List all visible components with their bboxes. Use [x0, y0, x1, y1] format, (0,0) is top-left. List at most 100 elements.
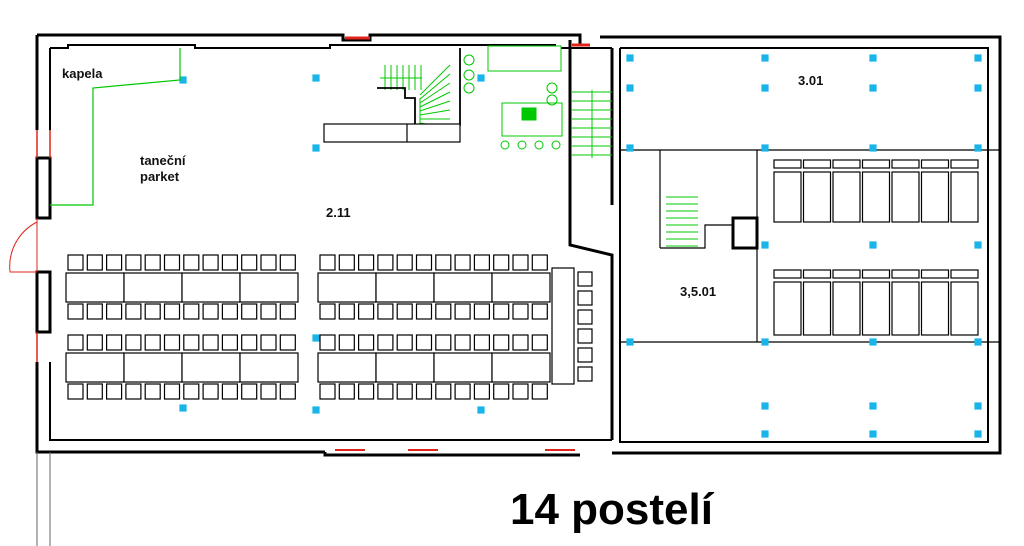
label-room-3-5-01: 3,5.01 — [680, 284, 717, 299]
chair-icon — [577, 309, 593, 325]
hall-inner-wall-bottom — [49, 362, 612, 441]
stool-circle — [551, 140, 561, 150]
table — [317, 272, 377, 303]
bed-pillow — [920, 159, 950, 169]
bed-icon — [773, 171, 802, 223]
chair-icon — [319, 254, 336, 271]
chair-icon — [260, 254, 277, 271]
label-dance-floor-1: taneční — [140, 153, 186, 168]
chair-icon — [454, 254, 471, 271]
ceiling-light-icon — [626, 144, 634, 152]
chair-icon — [105, 303, 123, 320]
chair-icon — [512, 334, 529, 351]
chair-icon — [163, 334, 181, 351]
chair-icon — [67, 254, 84, 271]
chair-icon — [377, 383, 394, 400]
chair-icon — [260, 303, 277, 320]
chair-icon — [396, 254, 413, 271]
table — [123, 272, 183, 303]
column — [731, 216, 759, 250]
chair-icon — [202, 303, 219, 320]
appliance-circle — [463, 82, 475, 94]
table — [433, 352, 493, 383]
chair-icon — [105, 334, 123, 351]
bed-pillow — [832, 159, 861, 169]
ceiling-light-icon — [761, 338, 769, 346]
table — [317, 352, 377, 383]
chair-icon — [473, 254, 490, 271]
table — [65, 352, 125, 383]
hall-wall-right — [568, 40, 614, 440]
table — [239, 272, 299, 303]
chair-icon — [358, 334, 375, 351]
chair-icon — [454, 334, 471, 351]
chair-icon — [493, 334, 510, 351]
chair-icon — [454, 303, 471, 320]
chair-icon — [435, 303, 452, 320]
chair-icon — [358, 254, 375, 271]
caption-bed-count: 14 postelí — [510, 485, 713, 534]
ceiling-light-icon — [761, 430, 769, 438]
chair-icon — [86, 383, 103, 400]
ceiling-light-icon — [761, 241, 769, 249]
ceiling-light-icon — [869, 402, 877, 410]
appliance-circle — [546, 82, 558, 94]
chair-icon — [396, 383, 413, 400]
table — [123, 352, 183, 383]
ceiling-light-icon — [869, 338, 877, 346]
bed-icon — [861, 171, 891, 223]
chair-icon — [435, 383, 452, 400]
chair-icon — [396, 334, 413, 351]
chair-icon — [577, 271, 593, 287]
winding-stair-step — [419, 82, 451, 104]
chair-icon — [221, 254, 238, 271]
chair-icon — [183, 303, 200, 320]
ceiling-light-icon — [179, 76, 187, 84]
hall-wall-pier-2 — [35, 270, 52, 334]
stair-wall — [660, 224, 733, 249]
bed-pillow — [920, 269, 950, 279]
chair-icon — [493, 383, 510, 400]
chair-icon — [319, 303, 336, 320]
ceiling-light-icon — [869, 84, 877, 92]
bed-icon — [861, 281, 891, 336]
ceiling-light-icon — [974, 84, 982, 92]
table — [491, 352, 551, 383]
chair-icon — [221, 303, 238, 320]
bed-icon — [920, 171, 950, 223]
bed-icon — [891, 171, 920, 223]
door-swing-icon — [9, 221, 38, 273]
chair-icon — [125, 254, 142, 271]
bed-icon — [950, 281, 979, 336]
table — [375, 352, 435, 383]
winding-stair-step — [419, 73, 451, 100]
appliance-circle — [463, 54, 475, 66]
ceiling-light-icon — [477, 406, 485, 414]
label-dance-floor-2: parket — [140, 169, 180, 184]
winding-stair-step — [419, 109, 451, 116]
chair-icon — [221, 383, 238, 400]
building-right-outer — [600, 35, 1002, 455]
chair-icon — [577, 347, 593, 363]
ceiling-light-icon — [761, 84, 769, 92]
chair-icon — [183, 334, 200, 351]
kitchen-counter — [487, 45, 562, 72]
chair-icon — [221, 334, 238, 351]
chair-icon — [86, 303, 103, 320]
chair-icon — [377, 303, 394, 320]
ceiling-light-icon — [869, 430, 877, 438]
chair-icon — [279, 254, 296, 271]
ceiling-light-icon — [869, 241, 877, 249]
ceiling-light-icon — [312, 74, 320, 82]
chair-icon — [86, 254, 103, 271]
ceiling-light-icon — [974, 402, 982, 410]
chair-icon — [512, 303, 529, 320]
ceiling-light-icon — [477, 74, 485, 82]
chair-icon — [493, 254, 510, 271]
bed-pillow — [861, 269, 891, 279]
table — [433, 272, 493, 303]
bed-pillow — [802, 159, 832, 169]
chair-icon — [415, 334, 433, 351]
